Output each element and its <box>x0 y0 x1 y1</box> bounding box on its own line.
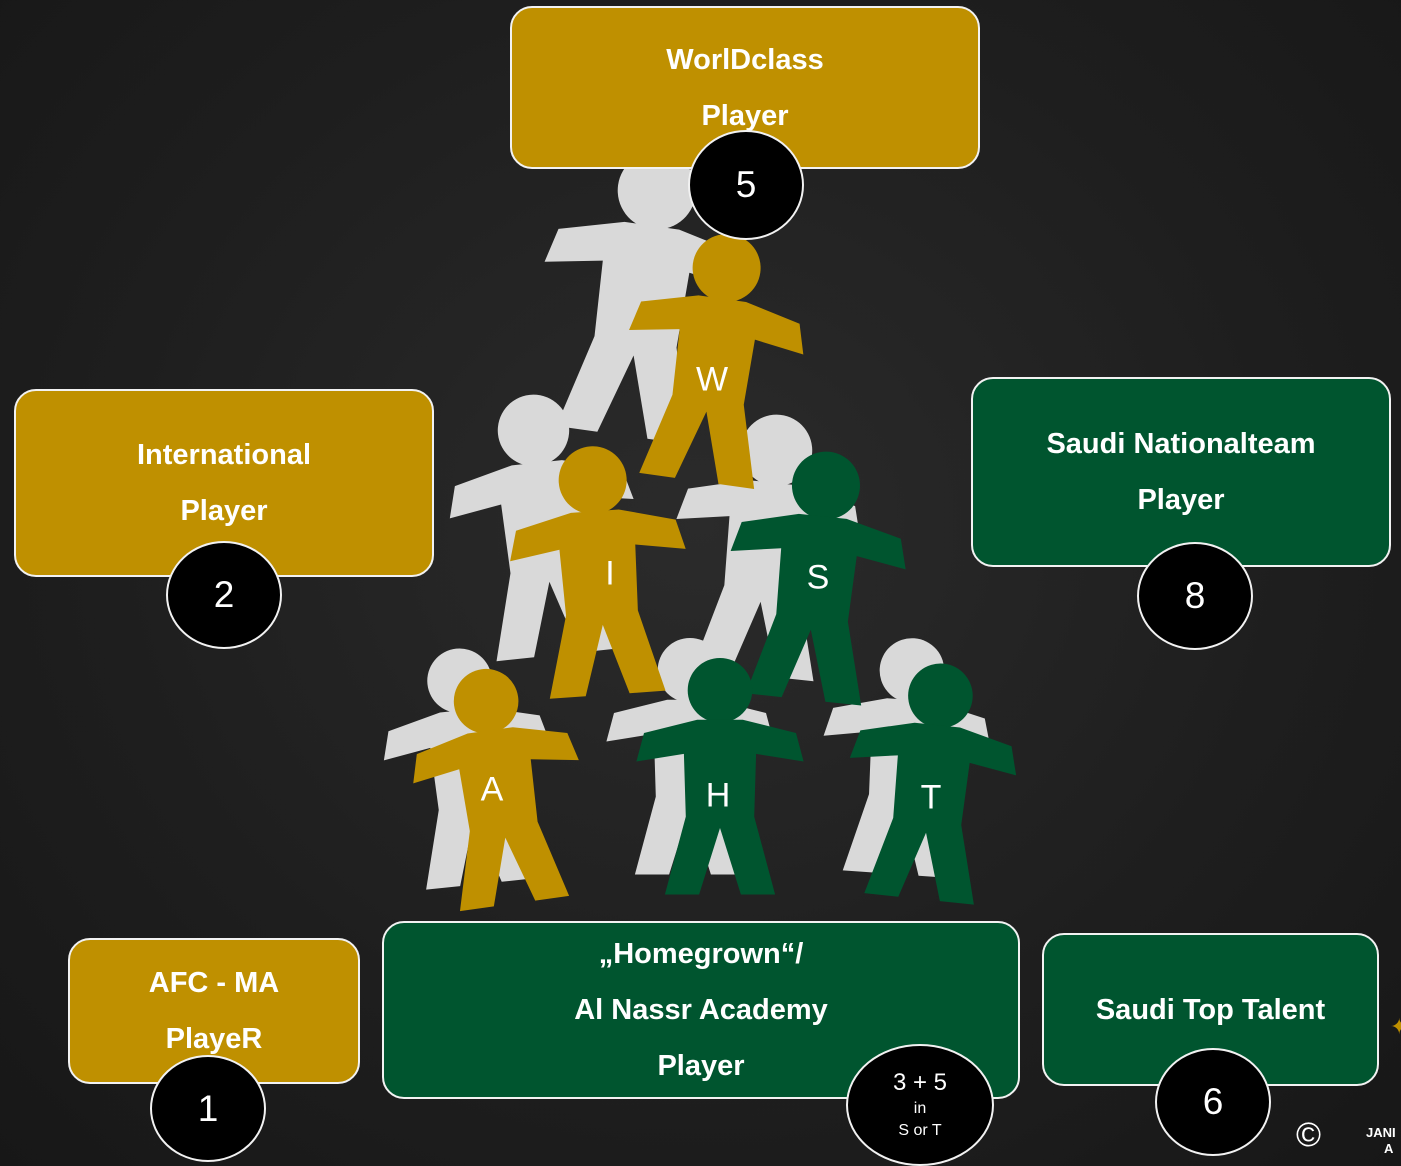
copyright-symbol: © <box>1296 1116 1322 1154</box>
homegrown-badge-main: 3 + 5 <box>892 1069 948 1096</box>
figure-letter-t: T <box>920 778 942 817</box>
saudi-nationalteam-line2: Player <box>1137 484 1225 516</box>
brand-text: JANI A <box>1366 1125 1396 1157</box>
homegrown-line1: „Homegrown“/ <box>598 938 804 970</box>
figure-letter-i: I <box>605 554 615 593</box>
international-line1: International <box>136 439 311 471</box>
figure-letter-h: H <box>705 776 731 815</box>
homegrown-academy-player-box: „Homegrown“/ Al Nassr Academy Player <box>382 921 1020 1099</box>
worldclass-line1: WorlDclass <box>666 43 824 76</box>
saudi-nationalteam-number-badge: 8 <box>1137 542 1253 650</box>
saudi-nationalteam-player-box: Saudi Nationalteam Player <box>971 377 1391 567</box>
international-number-badge: 2 <box>166 541 282 649</box>
brand-line2: A <box>1384 1141 1394 1156</box>
homegrown-number-badge: 3 + 5 in S or T <box>846 1044 994 1166</box>
saudi-top-talent-line1: Saudi Top Talent <box>1095 993 1326 1026</box>
afc-ma-line2: PlayeR <box>165 1023 263 1055</box>
homegrown-line3: Player <box>657 1050 745 1082</box>
saudi-nationalteam-line1: Saudi Nationalteam <box>1046 428 1316 460</box>
worldclass-line2: Player <box>701 99 789 132</box>
worldclass-number-badge: 5 <box>688 130 804 240</box>
saudi-top-talent-number-badge: 6 <box>1155 1048 1271 1156</box>
brand-line1: JANI <box>1366 1125 1396 1140</box>
afc-ma-line1: AFC - MA <box>148 967 280 999</box>
figure-letter-s: S <box>806 558 830 597</box>
figure-letter-w: W <box>695 360 729 399</box>
figure-letter-a: A <box>480 770 504 809</box>
afc-ma-number-badge: 1 <box>150 1055 266 1162</box>
international-line2: Player <box>180 495 268 527</box>
homegrown-badge-sub: S or T <box>898 1122 942 1139</box>
star-icon: ✦ <box>1390 1014 1401 1039</box>
homegrown-badge-in: in <box>913 1100 927 1117</box>
homegrown-line2: Al Nassr Academy <box>574 994 828 1026</box>
